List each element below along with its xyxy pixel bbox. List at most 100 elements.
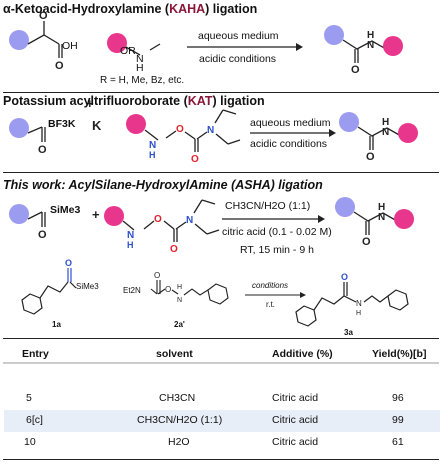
svg-text:O: O — [170, 244, 178, 255]
table-bottom-rule — [3, 459, 439, 460]
svg-text:O: O — [38, 144, 47, 156]
svg-text:+: + — [92, 207, 100, 222]
yield-table-body: 5 CH3CN Citric acid 96 6[c] CH3CN/H2O (1… — [4, 388, 440, 456]
2a-phenyl-ring — [207, 283, 229, 305]
svg-text:O: O — [38, 229, 47, 241]
kat-product-pink-ball — [398, 123, 418, 143]
kaha-abbr: KAHA — [169, 2, 206, 16]
kaha-reagent-oh: OH — [62, 40, 78, 52]
kaha-reagent-or: OR — [120, 45, 136, 57]
asha-pink-ball — [104, 206, 124, 226]
svg-text:+: + — [86, 96, 94, 111]
svg-text:O: O — [176, 124, 184, 135]
table-header-entry: Entry — [22, 348, 49, 360]
table-cell-solvent: H2O — [168, 436, 190, 448]
asha-product-blue-ball — [335, 197, 355, 217]
scheme-rt: r.t. — [266, 300, 275, 309]
table-row: 10 H2O Citric acid 61 — [4, 432, 440, 454]
kaha-title-post: ) ligation — [205, 2, 258, 16]
svg-text:H: H — [149, 150, 156, 160]
asha-sime3: SiMe3 — [50, 204, 81, 216]
svg-text:O: O — [55, 60, 64, 72]
asha-condition-3: RT, 15 min - 9 h — [240, 244, 314, 256]
kat-blue-ball — [9, 118, 29, 138]
svg-text:H: H — [378, 202, 385, 213]
svg-text:N: N — [367, 40, 374, 51]
svg-text:O: O — [351, 64, 360, 76]
kaha-blue-ball — [9, 30, 29, 50]
asha-product-pink-ball — [394, 209, 414, 229]
svg-text:O: O — [154, 214, 162, 225]
table-header-solvent: solvent — [156, 348, 193, 360]
table-cell-solvent: CH3CN — [159, 392, 196, 404]
kaha-reagent-or-text: OR — [120, 45, 136, 57]
scheme-conditions: conditions — [252, 281, 289, 290]
1a-phenyl-ring — [21, 293, 43, 315]
svg-text:O: O — [366, 151, 375, 163]
kaha-reagent-oh-text: OH — [62, 40, 78, 52]
svg-text:N: N — [186, 215, 193, 226]
kaha-reagent-h-text: H — [136, 62, 144, 74]
table-row: 5 CH3CN Citric acid 96 — [4, 388, 440, 410]
kaha-reagent-n: N — [136, 53, 144, 65]
scheme-label-3a: 3a — [344, 328, 353, 337]
table-cell-entry: 6[c] — [26, 414, 43, 426]
svg-text:O: O — [154, 271, 160, 280]
kaha-title-greek: α — [3, 2, 11, 16]
kaha-pink-ball — [107, 33, 127, 53]
svg-text:H: H — [367, 30, 374, 41]
svg-text:H: H — [382, 117, 389, 128]
table-header-additive: Additive (%) — [272, 348, 333, 360]
kat-bf3k: BF3K — [48, 118, 76, 130]
svg-text:O: O — [165, 285, 171, 294]
table-cell-additive: Citric acid — [272, 436, 319, 448]
svg-text:N: N — [382, 127, 389, 138]
scheme-1a-sime3: SiMe3 — [76, 282, 99, 291]
kaha-ketoacid-bonds — [27, 34, 60, 45]
kat-title-pre: Potassium acyltrifluoroborate ( — [3, 94, 188, 108]
kat-condition-1: aqueous medium — [250, 117, 331, 129]
svg-text:O: O — [191, 154, 199, 165]
svg-text:N: N — [356, 299, 362, 308]
table-cell-yield: 61 — [392, 436, 404, 448]
asha-condition-1: CH3CN/H2O (1:1) — [225, 200, 311, 212]
kat-pink-ball — [126, 114, 146, 134]
table-header-yield: Yield(%)[b] — [372, 348, 427, 360]
asha-title: This work: AcylSilane-HydroxylAmine (ASH… — [3, 178, 323, 192]
scheme-2a-et2n: Et2N — [123, 286, 141, 295]
3a-phenyl-ring — [295, 305, 317, 327]
kaha-title: α-Ketoacid-Hydroxylamine (KAHA) ligation — [3, 2, 257, 16]
kat-condition-2: acidic conditions — [250, 138, 328, 150]
svg-text:O: O — [65, 258, 72, 268]
table-cell-yield: 99 — [392, 414, 404, 426]
kaha-separator — [3, 92, 439, 93]
kaha-product-pink-ball — [383, 36, 403, 56]
svg-text:H: H — [356, 310, 361, 317]
table-cell-additive: Citric acid — [272, 392, 319, 404]
svg-text:N: N — [127, 230, 134, 241]
svg-text:N: N — [207, 125, 214, 136]
kaha-title-pre: -Ketoacid-Hydroxylamine ( — [10, 2, 170, 16]
kat-title: Potassium acyltrifluoroborate (KAT) liga… — [3, 94, 265, 108]
kaha-product-blue-ball — [324, 25, 344, 45]
scheme-label-2a: 2a' — [174, 320, 185, 329]
svg-text:O: O — [362, 236, 371, 248]
table-cell-solvent: CH3CN/H2O (1:1) — [137, 414, 223, 426]
svg-text:O: O — [341, 272, 348, 282]
svg-text:K: K — [92, 118, 102, 133]
table-cell-entry: 5 — [26, 392, 32, 404]
svg-text:O: O — [39, 10, 48, 22]
kaha-reagent-h: H — [136, 62, 144, 74]
kaha-condition-1: aqueous medium — [198, 30, 279, 42]
table-top-rule — [3, 338, 439, 339]
svg-text:N: N — [177, 297, 182, 304]
kaha-condition-2: acidic conditions — [199, 53, 277, 65]
table-cell-entry: 10 — [24, 436, 36, 448]
asha-blue-ball — [9, 204, 29, 224]
table-cell-yield: 96 — [392, 392, 404, 404]
kat-title-post: ) ligation — [212, 94, 265, 108]
asha-condition-2: citric acid (0.1 - 0.02 M) — [222, 226, 332, 238]
table-cell-additive: Citric acid — [272, 414, 319, 426]
svg-text:N: N — [378, 212, 385, 223]
